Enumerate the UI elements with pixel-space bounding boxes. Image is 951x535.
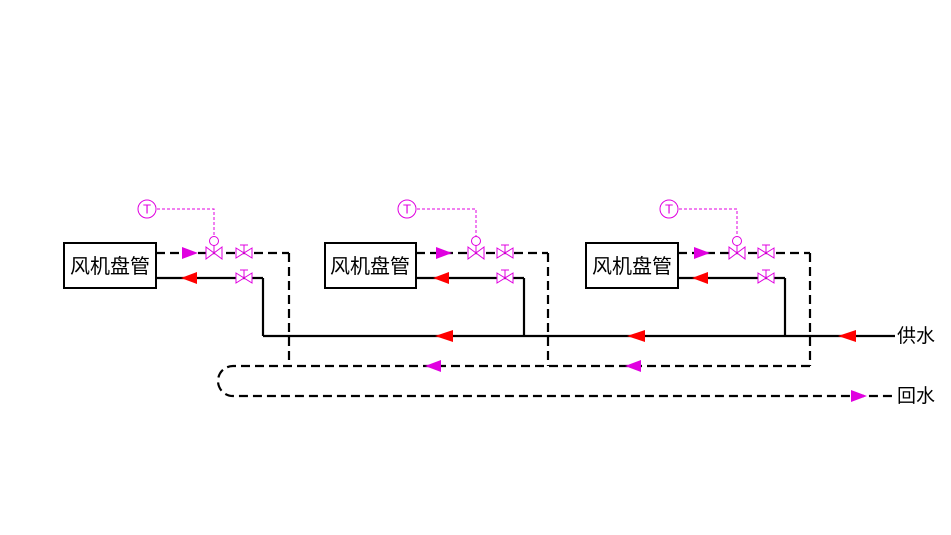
return-flow-arrow-icon [182,247,198,259]
gate-valve-icon [235,244,253,259]
thermostat-icon [659,199,679,219]
control-signal-line [417,208,477,236]
control-signal-line [157,208,215,236]
control-valve-icon [728,236,746,260]
supply-flow-arrow-icon [435,330,453,342]
thermostat-label: T [142,203,151,217]
supply-flow-arrow-icon [181,272,197,284]
thermostat-label: T [664,203,673,217]
return-flow-arrow-icon [425,360,441,372]
return-flow-arrow-icon [625,360,641,372]
control-valve-icon [467,236,485,260]
fan-coil-unit-2 [324,242,417,289]
gate-valve-icon [496,269,514,284]
fan-coil-unit-label: 风机盘管 [70,254,150,278]
fan-coil-unit-2-group: 风机盘管 T [324,199,550,366]
gate-valve-icon [496,244,514,259]
return-main-pipe [216,364,895,398]
supply-flow-arrow-icon [838,330,856,342]
fan-coil-unit-1 [63,242,157,289]
gate-valve-icon [757,269,775,284]
fan-coil-unit-1-group: 风机盘管 T [63,199,291,366]
thermostat-icon [137,199,157,219]
control-signal-line [679,208,738,236]
thermostat-label: T [402,203,411,217]
fan-coil-unit-label: 风机盘管 [592,254,672,278]
gate-valve-icon [235,269,253,284]
return-flow-arrow-icon [436,247,452,259]
supply-flow-arrow-icon [692,272,708,284]
fan-coil-unit-3 [585,242,679,289]
supply-flow-arrow-icon [627,330,645,342]
return-flow-arrow-icon [851,390,867,402]
gate-valve-icon [757,244,775,259]
return-water-label: 回水 [897,385,935,407]
return-flow-arrow-icon [694,247,710,259]
supply-flow-arrow-icon [433,272,449,284]
fan-coil-unit-3-group: 风机盘管 T [585,199,812,366]
thermostat-icon [397,199,417,219]
supply-water-label: 供水 [897,325,935,347]
fan-coil-unit-label: 风机盘管 [330,254,410,278]
control-valve-icon [205,236,223,260]
